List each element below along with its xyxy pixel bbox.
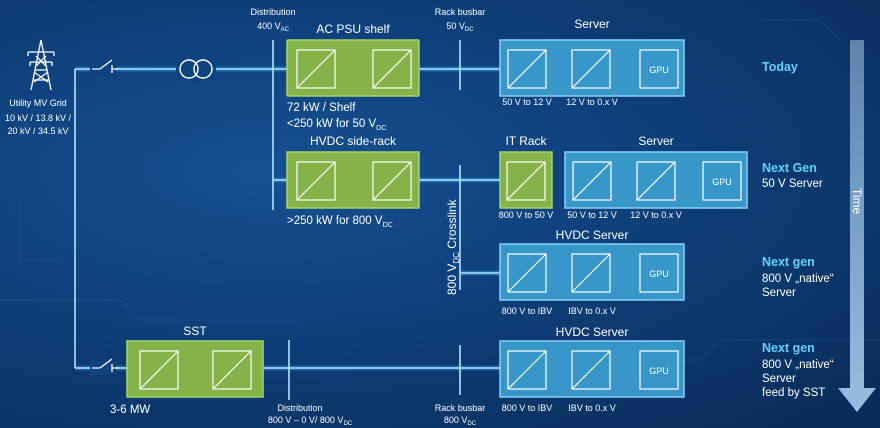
ac-psu-shelf [286,39,420,97]
converter-label: 12 V to 0.x V [566,97,618,107]
gpu-label: GPU [649,269,669,279]
row-tag-sub: 50 V Server [762,178,823,190]
time-arrow [838,40,876,412]
converter-icon [571,49,611,89]
it-rack-title: IT Rack [505,134,547,148]
server-title: HVDC Server [556,228,629,242]
shelf-power-limit-note: <250 kW for 50 VDC [287,118,386,132]
converter-label: 12 V to 0.x V [630,210,682,220]
distribution-voltage: 800 V – 0 V/ 800 VDC [268,415,353,427]
rack-busbar-label: Rack busbar [435,403,486,413]
row-tag-nextgen: Next gen [762,255,815,269]
sst-power-note: 3-6 MW [110,404,150,416]
row-tag-nextgen: Next gen [762,341,815,355]
converter-label: 800 V to IBV [502,306,553,316]
grid-label: Utility MV Grid [9,98,67,108]
converter-icon [571,253,611,293]
converter-icon [139,350,179,390]
grid-voltages-line2: 20 kV / 34.5 kV [7,126,68,136]
gpu-icon [702,161,742,201]
it-rack [499,151,553,209]
converter-label: 50 V to 12 V [567,210,617,220]
sst-box [126,340,264,398]
converter-icon [571,350,611,390]
gpu-label: GPU [712,177,732,187]
rack-busbar-voltage: 800 VDC [444,415,477,427]
distribution-voltage: 400 VAC [257,21,290,33]
time-axis-label: Time [850,188,864,215]
switch-top [90,59,118,76]
converter-label: 50 V to 12 V [502,97,552,107]
server-today [499,39,685,97]
converter-icon [636,161,676,201]
transformer-icon [176,58,216,80]
distribution-label: Distribution [277,403,322,413]
server-title: HVDC Server [556,325,629,339]
side-rack-power-note: >250 kW for 800 VDC [287,215,393,229]
grid-voltages-line1: 10 kV / 13.8 kV / [5,113,72,123]
converter-icon [212,350,252,390]
row-tag-sub: 800 V „native“ [762,273,834,285]
row-tag-sub: feed by SST [762,387,825,399]
rack-busbar-voltage: 50 VDC [446,21,474,33]
row-tag-sub: Server [762,287,796,299]
row-tag-sub: 800 V „native“ [762,359,834,371]
row-tag-sub: Server [762,373,796,385]
crosslink-label: 800 VDC Crosslink [445,198,461,295]
server-title: Server [638,134,673,148]
gpu-label: GPU [649,65,669,75]
hvdc-server-sst [499,340,685,398]
row-tag-nextgen: Next Gen [762,161,817,175]
gpu-icon [639,253,679,293]
ac-psu-shelf-title: AC PSU shelf [316,22,390,36]
converter-icon [507,253,547,293]
gpu-icon [639,49,679,89]
hvdc-side-rack-title: HVDC side-rack [310,134,397,148]
shelf-power-note: 72 kW / Shelf [287,102,356,114]
converter-icon [296,161,336,201]
converter-icon [507,49,547,89]
converter-icon [507,350,547,390]
converter-label: 800 V to IBV [502,403,553,413]
converter-icon [296,49,336,89]
converter-icon [572,161,612,201]
converter-label: IBV to 0.x V [568,403,616,413]
converter-label: 800 V to 50 V [499,210,554,220]
converter-icon [372,49,412,89]
hvdc-server-native [499,243,685,301]
distribution-label: Distribution [250,7,295,17]
switch-bottom [90,358,118,375]
power-tower-icon [27,39,55,91]
converter-label: IBV to 0.x V [568,306,616,316]
server-title: Server [574,17,609,31]
gpu-label: GPU [649,366,669,376]
converter-icon [372,161,412,201]
hvdc-side-rack [286,151,420,209]
rack-busbar-label: Rack busbar [435,7,486,17]
converter-icon [506,161,546,201]
gpu-icon [639,350,679,390]
sst-title: SST [183,324,207,338]
server-nextgen-50v [564,151,748,209]
row-tag-today: Today [762,60,798,74]
